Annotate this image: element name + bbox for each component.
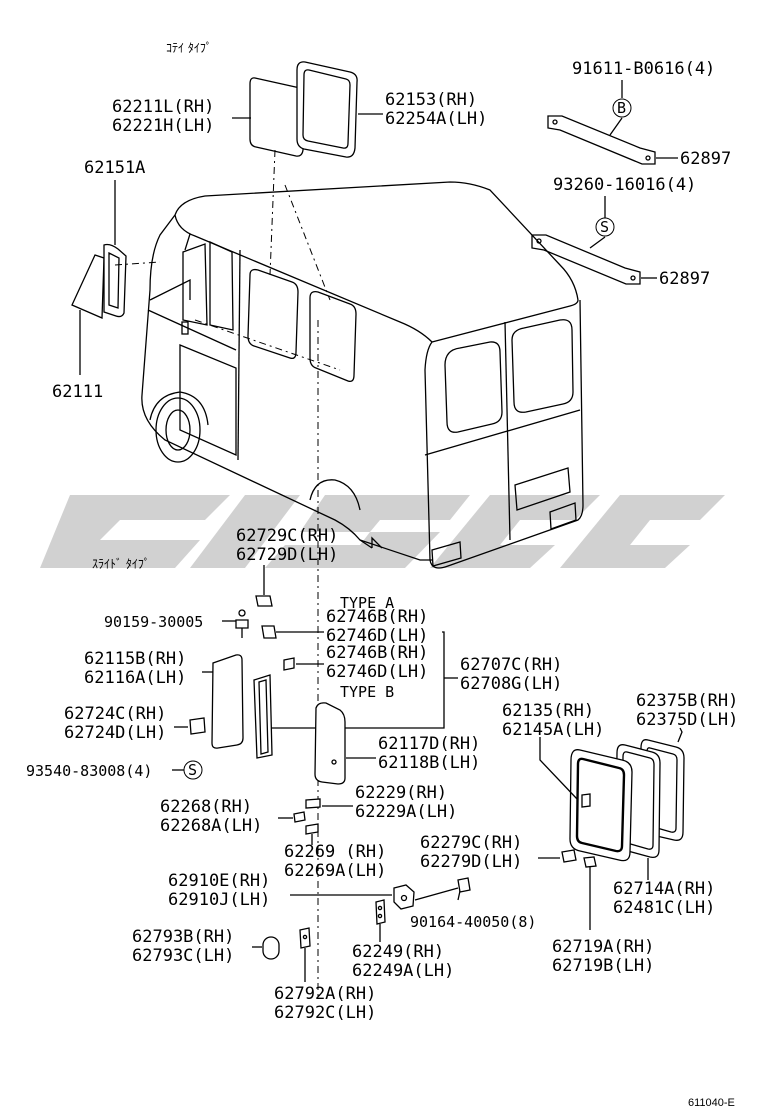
label-62115-rh: 62115B(RH): [84, 649, 186, 669]
part-62792-bracket: [299, 927, 311, 949]
callout-bubble-s: [595, 217, 615, 237]
label-62746a-rh: 62746B(RH): [326, 607, 428, 627]
label-62910-rh: 62910E(RH): [168, 871, 270, 891]
label-93540: 93540-83008(4): [26, 762, 152, 780]
label-62792-rh: 62792A(RH): [274, 984, 376, 1004]
label-62117-rh: 62117D(RH): [378, 734, 480, 754]
part-62746-clip-b: [283, 657, 295, 671]
bracket-62897-lower: [531, 234, 641, 285]
part-90164-bolt: [457, 877, 471, 901]
type-a-label: TYPE A: [340, 594, 394, 612]
label-62211-rh: 62211L(RH): [112, 97, 214, 117]
label-62268-lh: 62268A(LH): [160, 816, 262, 836]
slide-glass-62117: [314, 702, 346, 785]
label-62707-rh: 62707C(RH): [460, 655, 562, 675]
slide-glass-62115: [211, 654, 244, 749]
label-62279-lh: 62279D(LH): [420, 852, 522, 872]
label-62707-lh: 62708G(LH): [460, 674, 562, 694]
figure-code: 611040-E: [688, 1097, 735, 1109]
label-62714-rh: 62714A(RH): [613, 879, 715, 899]
part-62793-cap: [262, 936, 280, 960]
part-62729-latch: [255, 595, 273, 607]
van-body-illustration: [141, 181, 584, 569]
label-62229-lh: 62229A(LH): [355, 802, 457, 822]
label-62135-lh: 62145A(LH): [502, 720, 604, 740]
bubble-b-text: B: [617, 99, 626, 117]
label-62724-lh: 62724D(LH): [64, 723, 166, 743]
part-62279-clip: [561, 849, 577, 863]
part-62249-bracket: [375, 899, 386, 925]
label-62211-lh: 62221H(LH): [112, 116, 214, 136]
label-62151a: 62151A: [84, 158, 145, 178]
bubble-s-text: S: [600, 218, 609, 236]
label-62269-rh: 62269 (RH): [284, 842, 386, 862]
label-90164: 90164-40050(8): [410, 913, 536, 931]
label-62714-lh: 62481C(LH): [613, 898, 715, 918]
label-62729-rh: 62729C(RH): [236, 526, 338, 546]
callout-bubble-b: [612, 98, 632, 118]
label-62897-lower: 62897: [659, 269, 710, 289]
label-62117-lh: 62118B(LH): [378, 753, 480, 773]
callout-bubble-s-2: [183, 760, 203, 780]
label-62792-lh: 62792C(LH): [274, 1003, 376, 1023]
label-62249-lh: 62249A(LH): [352, 961, 454, 981]
part-62746-clip-a: [261, 625, 277, 639]
label-62897-upper: 62897: [680, 149, 731, 169]
label-62279-rh: 62279C(RH): [420, 833, 522, 853]
label-62746b-lh: 62746D(LH): [326, 662, 428, 682]
label-62229-rh: 62229(RH): [355, 783, 447, 803]
label-62724-rh: 62724C(RH): [64, 704, 166, 724]
bubble-s2-text: S: [188, 761, 197, 779]
part-90159-screw: [235, 609, 249, 638]
part-62229-pad: [305, 798, 321, 809]
bracket-62897-upper: [547, 115, 656, 165]
label-62719-rh: 62719A(RH): [552, 937, 654, 957]
label-62793-rh: 62793B(RH): [132, 927, 234, 947]
label-62910-lh: 62910J(LH): [168, 890, 270, 910]
label-62746a-lh: 62746D(LH): [326, 626, 428, 646]
label-62269-lh: 62269A(LH): [284, 861, 386, 881]
label-90159: 90159-30005: [104, 613, 203, 631]
label-62375-lh: 62375D(LH): [636, 710, 738, 730]
label-62135-rh: 62135(RH): [502, 701, 594, 721]
quarter-window-62111: [71, 243, 127, 319]
part-62724-block: [189, 717, 206, 735]
part-62269-pad: [305, 823, 319, 835]
type-b-label: TYPE B: [340, 683, 394, 701]
label-62268-rh: 62268(RH): [160, 797, 252, 817]
fixed-window-weatherstrip: [296, 61, 358, 158]
label-62249-rh: 62249(RH): [352, 942, 444, 962]
label-62375-rh: 62375B(RH): [636, 691, 738, 711]
label-91611: 91611-B0616(4): [572, 59, 715, 79]
label-62153-rh: 62153(RH): [385, 90, 477, 110]
part-62268-pad: [293, 811, 306, 823]
window-frame-62135: [569, 749, 633, 862]
label-62729-lh: 62729D(LH): [236, 545, 338, 565]
fixed-type-heading: ｺﾃｲ ﾀｲﾌﾟ: [166, 41, 212, 55]
label-62115-lh: 62116A(LH): [84, 668, 186, 688]
label-62793-lh: 62793C(LH): [132, 946, 234, 966]
slide-type-heading: ｽﾗｲﾄﾞ ﾀｲﾌﾟ: [92, 557, 150, 571]
part-62910-hinge: [393, 884, 415, 910]
label-62719-lh: 62719B(LH): [552, 956, 654, 976]
label-62153-lh: 62254A(LH): [385, 109, 487, 129]
watermark-logo: [40, 495, 725, 568]
label-93260: 93260-16016(4): [553, 175, 696, 195]
label-62111: 62111: [52, 382, 103, 402]
label-62746b-rh: 62746B(RH): [326, 643, 428, 663]
run-channel-62707: [253, 674, 273, 759]
part-62719-clip: [583, 856, 597, 868]
